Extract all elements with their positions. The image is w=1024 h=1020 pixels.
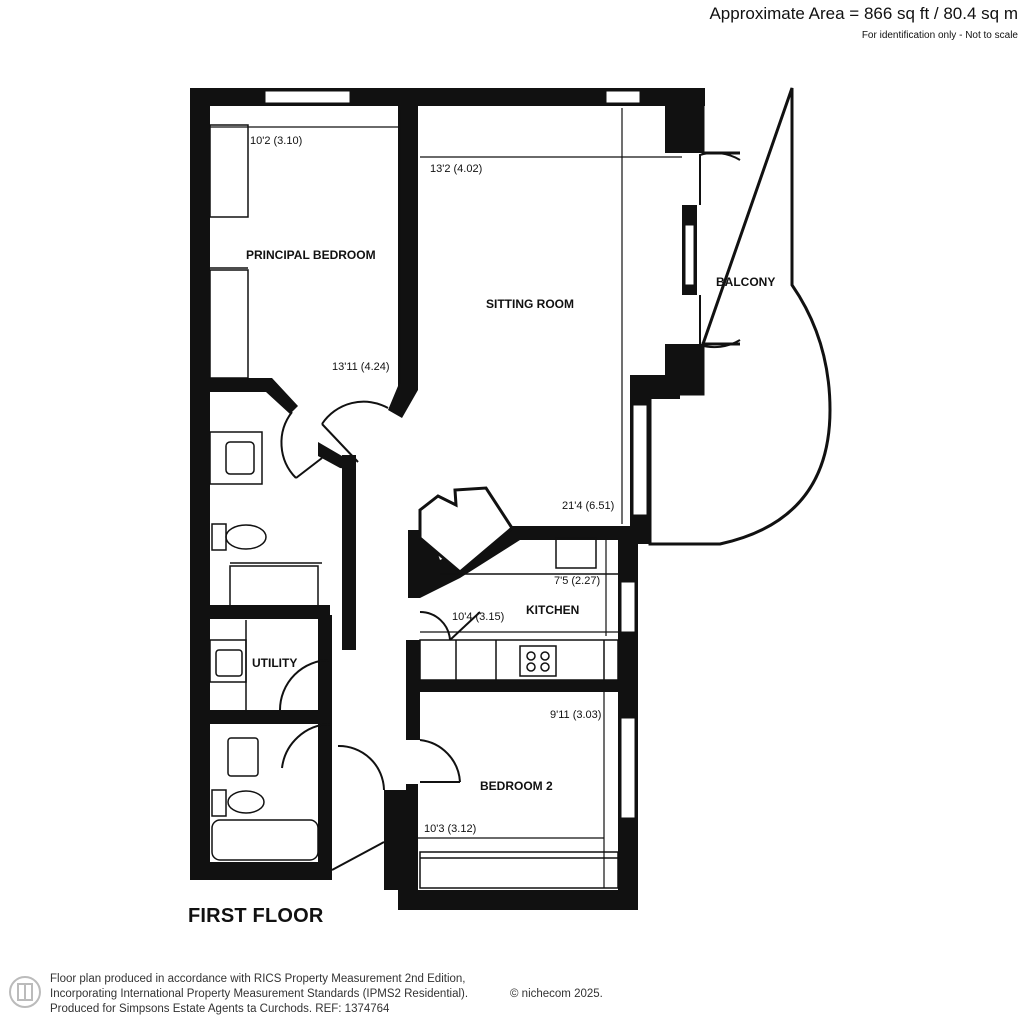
windows [264, 90, 695, 819]
balcony-door-lower [699, 295, 741, 349]
bedroom-sitting-partition [388, 106, 418, 418]
utility-door-arc [279, 659, 331, 711]
ensuite-basin-counter [209, 431, 263, 485]
ensuite-east-wall [342, 455, 356, 650]
ensuite-door-arc [280, 411, 297, 479]
utility-basin [215, 649, 243, 677]
hob-ring-4 [540, 662, 550, 672]
ensuite-basin [225, 441, 255, 475]
rics-logo-icon [9, 976, 41, 1008]
dim-sitting-length: 21'4 (6.51) [562, 500, 614, 512]
hall-door-arc [337, 744, 385, 791]
shower-tray [229, 565, 319, 607]
footer-text: Floor plan produced in accordance with R… [50, 972, 468, 1017]
label-principal-bedroom: PRINCIPAL BEDROOM [246, 248, 376, 262]
kitchen-sink [555, 537, 597, 569]
bathroom-toilet [227, 790, 265, 814]
kitchen-units [419, 639, 619, 681]
sitting-window [605, 90, 641, 104]
wardrobe-upper [209, 124, 249, 218]
kitchen-window [620, 581, 636, 633]
bathroom-basin [227, 737, 259, 777]
area-note: For identification only - Not to scale [861, 30, 1018, 41]
front-door-leaf [331, 841, 385, 871]
balcony-outline [648, 87, 832, 546]
hob [519, 645, 557, 677]
footer-line-1: Floor plan produced in accordance with R… [50, 973, 466, 985]
balcony-door-upper [699, 151, 741, 205]
ensuite-door-wall [318, 442, 356, 470]
area-title: Approximate Area = 866 sq ft / 80.4 sq m [709, 4, 1018, 23]
west-wall [190, 88, 210, 880]
hob-ring-3 [526, 662, 536, 672]
footer: Floor plan produced in accordance with R… [8, 972, 1008, 1016]
bedroom-lower-wall [210, 378, 298, 414]
bedroom2-door-arc [419, 739, 461, 783]
dim-principal-length: 13'11 (4.24) [332, 361, 390, 373]
bedroom2-wardrobe [419, 851, 619, 889]
label-kitchen: KITCHEN [526, 603, 579, 617]
bedroom2-window [620, 717, 636, 819]
bedroom-window [264, 90, 351, 104]
utility-south-wall [210, 710, 330, 724]
wardrobe-lower [209, 269, 249, 379]
dim-sitting-width: 13'2 (4.02) [430, 163, 482, 175]
dim-bedroom2-length: 9'11 (3.03) [550, 709, 601, 721]
label-utility: UTILITY [252, 656, 297, 670]
floor-title: FIRST FLOOR [188, 905, 324, 927]
hob-ring-2 [540, 651, 550, 661]
hall-west-wall [318, 615, 332, 875]
dim-bedroom2-width: 10'3 (3.12) [424, 823, 476, 835]
ensuite-door-leaf [295, 457, 323, 479]
footer-line-3: Produced for Simpsons Estate Agents ta C… [50, 1003, 390, 1015]
sitting-side-window [632, 404, 648, 516]
utility-north-wall [210, 605, 330, 619]
kitchen-door-leaf [449, 611, 481, 641]
label-bedroom-2: BEDROOM 2 [480, 779, 553, 793]
dim-kitchen-width: 7'5 (2.27) [554, 575, 600, 587]
chimney-breast [418, 486, 514, 574]
footer-credit: © nichecom 2025. [510, 988, 603, 1000]
label-balcony: BALCONY [716, 275, 775, 289]
door-swings [279, 151, 741, 871]
dim-kitchen-length: 10'4 (3.15) [452, 611, 504, 623]
dim-principal-width: 10'2 (3.10) [250, 135, 302, 147]
label-sitting-room: SITTING ROOM [486, 297, 574, 311]
south-wall-left [190, 862, 332, 880]
kitchen-south-wall [406, 680, 638, 692]
hob-ring-1 [526, 651, 536, 661]
south-wall-right [398, 890, 638, 910]
balcony-window [684, 224, 695, 286]
bedroom-door-arc [321, 400, 389, 425]
footer-line-2: Incorporating International Property Mea… [50, 988, 469, 1000]
header-area: Approximate Area = 866 sq ft / 80.4 sq m… [709, 4, 1018, 41]
ensuite-cistern [211, 523, 227, 551]
dimension-lines [210, 108, 682, 888]
ensuite-toilet [225, 524, 267, 550]
bathroom-cistern [211, 789, 227, 817]
bath [211, 819, 319, 861]
bedroom-door-leaf [321, 423, 359, 463]
fixtures [209, 124, 619, 889]
kitchen-door-arc [419, 610, 451, 641]
bathroom-door-arc [281, 723, 331, 769]
bedroom2-door-jamb [406, 784, 418, 804]
balcony-pier-top [665, 88, 703, 153]
cupboard-wall [384, 790, 418, 890]
